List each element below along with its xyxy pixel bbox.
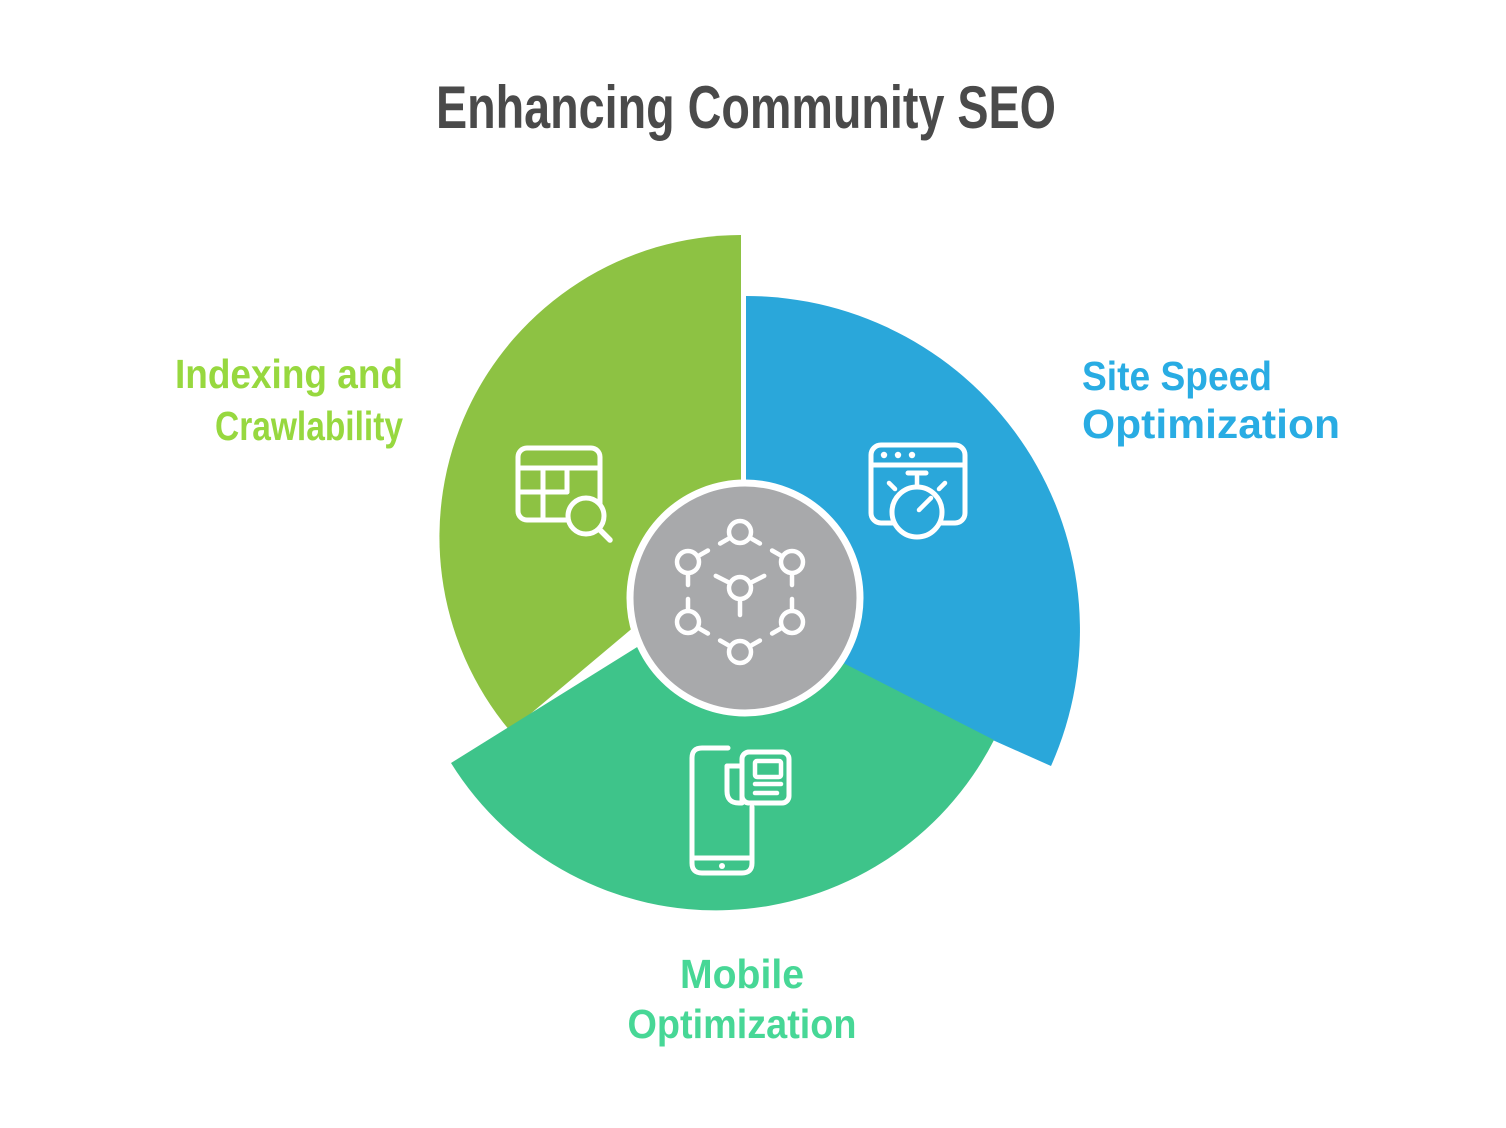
magnifier-lens <box>565 495 607 537</box>
stopwatch-tick-right <box>936 480 948 492</box>
network-links <box>685 536 795 648</box>
label-mobile-line2: Optimization <box>628 1001 857 1047</box>
network-node <box>726 638 754 666</box>
browser-dot-1 <box>880 451 888 459</box>
phone-news-icon <box>689 745 792 876</box>
stopwatch-needle <box>916 495 934 513</box>
table-outline <box>515 445 603 523</box>
label-mobile-line1: Mobile <box>680 951 804 997</box>
browser-stopwatch-icon <box>868 442 968 540</box>
stopwatch-body <box>889 484 945 540</box>
network-node <box>726 518 754 546</box>
table-search-icon <box>515 445 613 543</box>
diagram-title: Enhancing Community SEO <box>436 74 1056 141</box>
network-node <box>674 608 702 636</box>
label-indexing-line2: Crawlability <box>215 403 403 449</box>
magnifier-handle <box>597 527 613 543</box>
phone-body <box>689 745 755 876</box>
browser-dot-3 <box>908 451 916 459</box>
network-node <box>778 608 806 636</box>
wedge-mobile <box>451 598 994 911</box>
label-site-speed-line2: Optimization <box>1082 401 1340 447</box>
wedge-indexing-crawlability <box>439 235 741 731</box>
network-node-center <box>726 574 754 602</box>
label-site-speed-line1: Site Speed <box>1082 353 1272 399</box>
news-flap <box>724 763 745 806</box>
stopwatch-tick-left <box>886 480 898 492</box>
network-node <box>778 548 806 576</box>
browser-dot-2 <box>894 451 902 459</box>
network-node <box>674 548 702 576</box>
phone-home-dot <box>719 863 725 869</box>
network-nodes-icon <box>674 518 806 666</box>
news-image-box <box>752 758 784 780</box>
label-indexing-line1: Indexing and <box>175 351 403 397</box>
